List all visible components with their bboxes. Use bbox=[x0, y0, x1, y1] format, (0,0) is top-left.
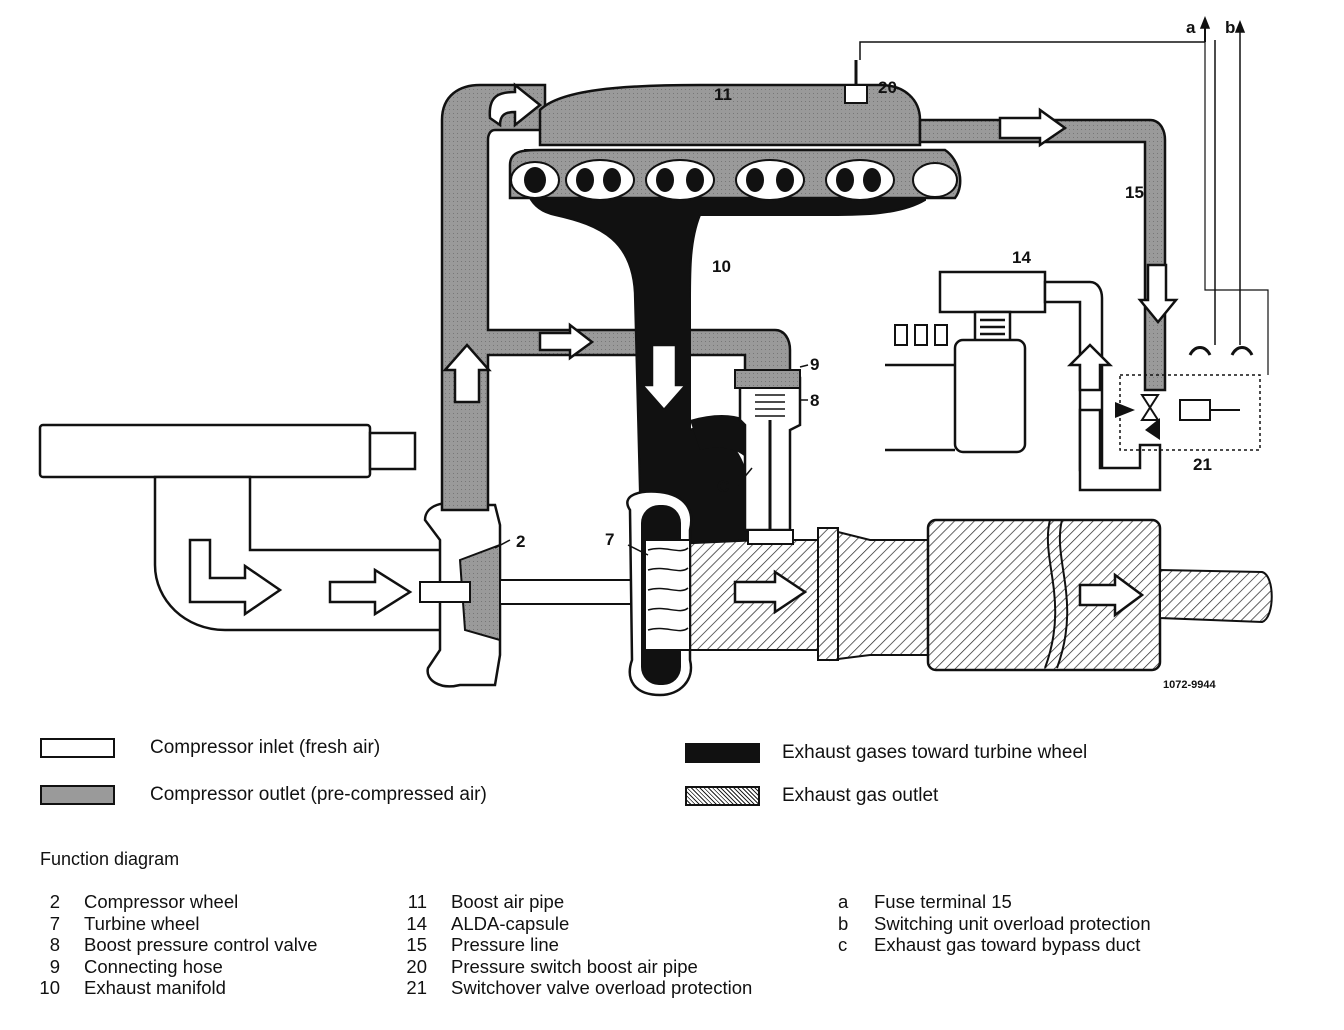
boost-pressure-control-valve bbox=[734, 369, 802, 545]
pressure-line bbox=[1078, 408, 1162, 492]
label-11: 11 bbox=[714, 85, 732, 104]
label-14: 14 bbox=[1012, 248, 1031, 267]
label-c: C bbox=[717, 477, 729, 496]
label-7: 7 bbox=[605, 530, 614, 549]
label-10: 10 bbox=[712, 257, 731, 276]
electrical-wiring bbox=[859, 15, 1269, 375]
compressor-outlet-duct bbox=[440, 83, 792, 512]
injection-pump-nozzles bbox=[894, 324, 948, 346]
legend-label: Compressor inlet (fresh air) bbox=[150, 737, 381, 758]
legend-label: Compressor outlet (pre-compressed air) bbox=[150, 784, 487, 805]
label-b: b bbox=[1225, 18, 1235, 37]
legend-swatch-white bbox=[40, 738, 115, 758]
document-number: 1072-9944 bbox=[1163, 679, 1216, 691]
switchover-valve bbox=[1115, 346, 1261, 451]
turbine-housing bbox=[626, 490, 693, 697]
caption: Function diagram bbox=[40, 849, 180, 869]
compressor-housing bbox=[419, 501, 651, 688]
label-21: 21 bbox=[1193, 455, 1212, 474]
label-2: 2 bbox=[516, 532, 525, 551]
legend-compressor-inlet: Compressor inlet (fresh air) bbox=[40, 737, 380, 759]
flow-arrows bbox=[188, 82, 1179, 618]
turbocharger-function-diagram: a b 20 11 15 14 10 9 8 C 2 7 21 1072-994… bbox=[38, 15, 1273, 697]
alda-capsule bbox=[885, 270, 1104, 472]
label-8: 8 bbox=[810, 391, 819, 410]
label-15: 15 bbox=[1125, 183, 1144, 202]
label-20: 20 bbox=[878, 78, 897, 97]
legend-compressor-outlet: Compressor outlet (pre-compressed air) bbox=[40, 784, 487, 806]
legend-exhaust-to-turbine: Exhaust gases toward turbine wheel bbox=[685, 742, 1087, 764]
legend-label: Exhaust gas outlet bbox=[782, 785, 939, 806]
leader-lines bbox=[494, 364, 809, 556]
legend-swatch-gray bbox=[40, 785, 115, 805]
label-a: a bbox=[1186, 18, 1196, 37]
legend-exhaust-outlet: Exhaust gas outlet bbox=[685, 785, 938, 807]
exhaust-outlet bbox=[689, 518, 1273, 672]
legend-swatch-black bbox=[685, 743, 760, 763]
legend-label: Exhaust gases toward turbine wheel bbox=[782, 742, 1088, 763]
exhaust-manifold bbox=[508, 148, 962, 547]
legend-swatch-hatched bbox=[685, 786, 760, 806]
label-9: 9 bbox=[810, 355, 819, 374]
